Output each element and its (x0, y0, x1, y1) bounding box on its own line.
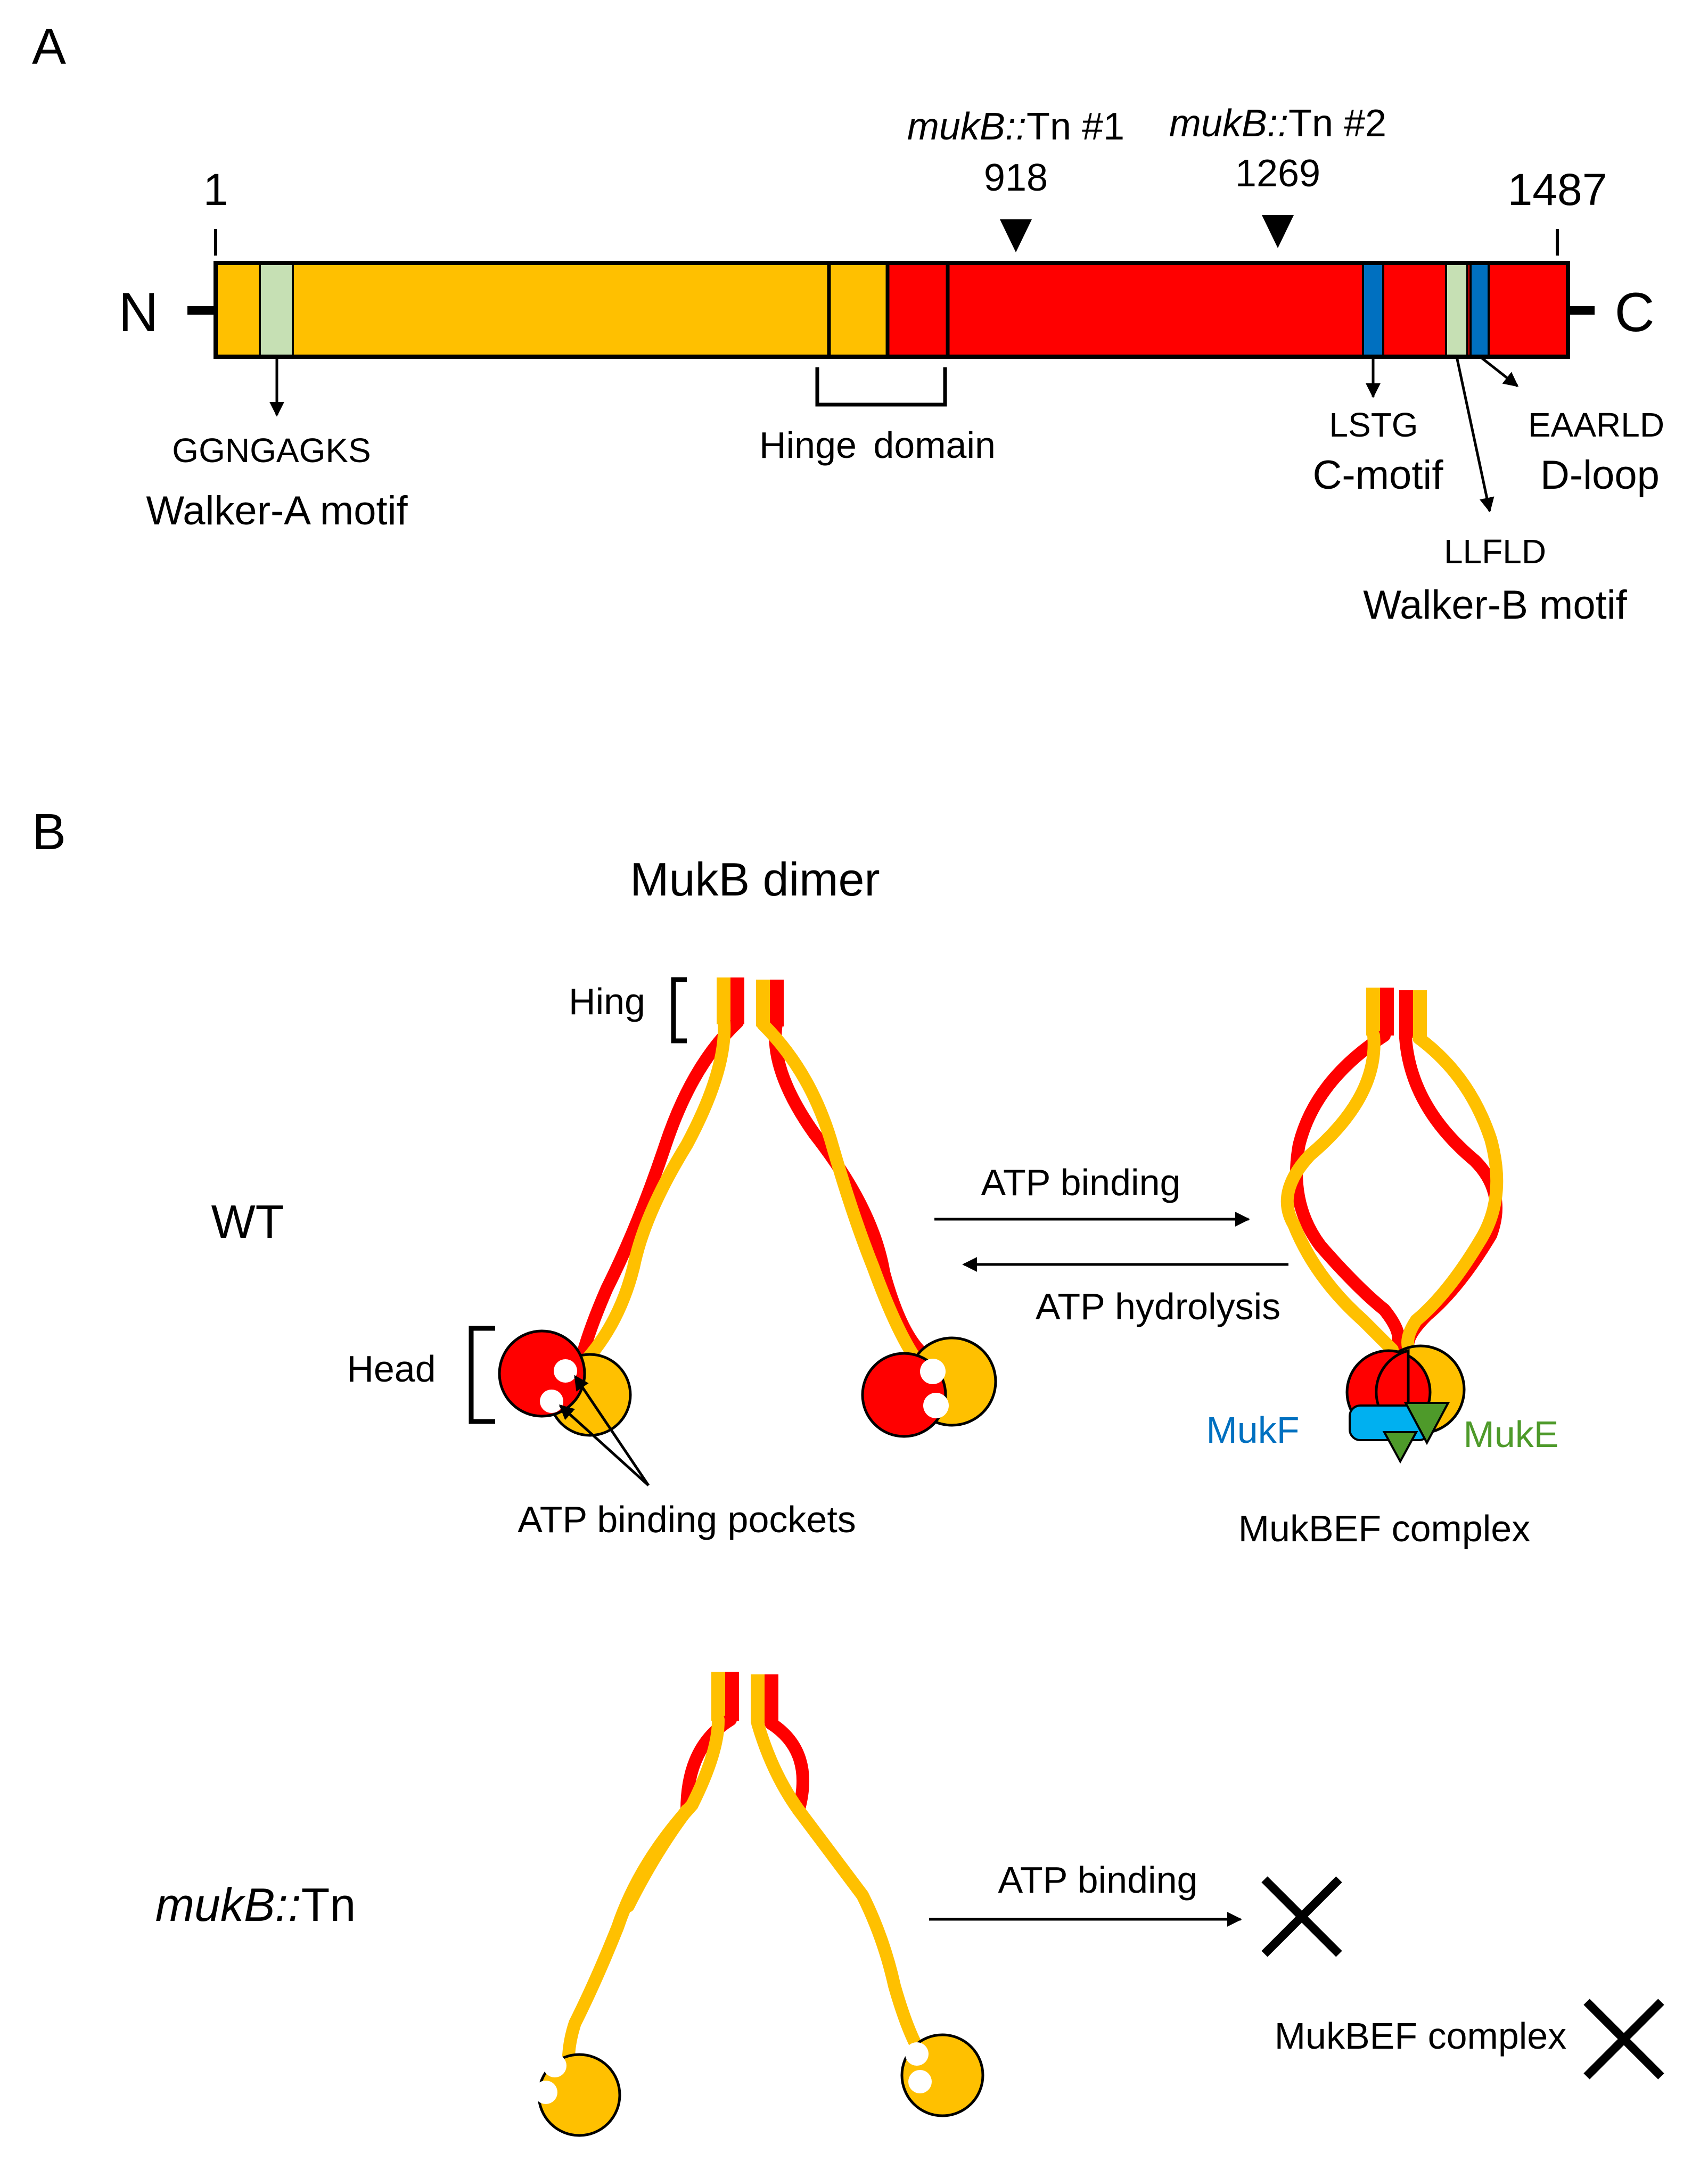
hinge-bracket (815, 367, 947, 407)
bar-outline (214, 261, 1570, 359)
mukbef-complex-label: MukBEF complex (1238, 1508, 1530, 1549)
insertion-1-label: mukB::Tn #1 (907, 105, 1124, 148)
d-loop-name: D-loop (1540, 453, 1660, 498)
c-motif-band (1362, 262, 1384, 358)
closed-right-loop-yellow (1401, 1032, 1504, 1353)
c-terminus: C (1614, 282, 1654, 343)
d-loop-band (1469, 262, 1490, 358)
closed-hinge-bar-2 (1380, 988, 1394, 1036)
panel-b: B MukB dimer WT (32, 803, 1664, 2137)
mutant-hinge-bar-3 (751, 1674, 765, 1723)
wt-right-pocket-2 (923, 1393, 949, 1418)
end-position: 1487 (1508, 165, 1607, 215)
closed-right-loop-red (1399, 1032, 1502, 1353)
pocket-pointer-2 (559, 1404, 650, 1486)
mutant-right-pocket-1 (905, 2042, 929, 2066)
wt-left-pocket-2 (540, 1390, 563, 1413)
wt-right-arm-yellow (757, 1018, 919, 1361)
wt-closed-complex (1280, 988, 1504, 1464)
closed-left-loop-red (1290, 1029, 1405, 1353)
mutant-left-pocket-2 (534, 2081, 557, 2104)
muke-label: MukE (1464, 1414, 1559, 1455)
mutant-right-red (765, 1717, 810, 1817)
mukf-label: MukF (1206, 1409, 1300, 1451)
mutant-hinge-bar-4 (765, 1674, 778, 1723)
mutant-dimer (534, 1672, 984, 2137)
walker-a-band (259, 262, 294, 358)
muke-shape-front (1403, 1402, 1450, 1445)
mutant-label: mukB::Tn (155, 1878, 356, 1931)
panel-a-label: A (32, 18, 66, 75)
head-bracket (469, 1326, 495, 1424)
d-loop-sequence: EAARLD (1528, 406, 1664, 444)
wt-left-arm-red (574, 1016, 744, 1369)
panel-b-label: B (32, 803, 66, 860)
mutant-left-pocket-1 (543, 2054, 566, 2077)
walker-b-band (1445, 262, 1468, 358)
mutant-complex-label: MukBEF complex (1275, 2015, 1566, 2057)
hinge-name: Hinge domain (759, 424, 996, 466)
closed-left-loop-yellow (1280, 1029, 1399, 1356)
mutant-hinge-bar-2 (725, 1672, 739, 1721)
closed-hinge-bar-3 (1399, 990, 1413, 1038)
d-loop-arrow (1479, 356, 1519, 387)
walker-a-name: Walker-A motif (146, 488, 408, 533)
mutant-right-pocket-2 (908, 2070, 932, 2093)
atp-pockets-label: ATP binding pockets (518, 1499, 856, 1540)
insertion-2-position: 1269 (1235, 152, 1320, 195)
hinge-label: Hing (569, 981, 645, 1022)
muke-shape-back (1382, 1431, 1418, 1464)
walker-b-sequence: LLFLD (1444, 532, 1546, 571)
insertion-2-arrow (1262, 215, 1294, 248)
mutant-left-yellow-2 (622, 1804, 693, 1912)
wt-left-head-red (498, 1329, 586, 1418)
pocket-pointer-1 (573, 1375, 650, 1486)
insertion-1-position: 918 (984, 157, 1048, 199)
closed-hinge-bar-1 (1366, 988, 1380, 1036)
head-label: Head (347, 1348, 436, 1390)
walker-a-sequence: GGNGAGKS (172, 431, 371, 470)
panel-a: A 1 1487 N C mukB::Tn #1 918 mukB::Tn #2… (32, 18, 1664, 628)
n-terminus: N (118, 282, 158, 343)
mutant-complex-cross (1583, 1999, 1664, 2080)
mutant-atp-binding-label: ATP binding (998, 1859, 1198, 1901)
wt-left-arm-yellow (582, 1016, 731, 1364)
wt-right-pocket-1 (920, 1359, 946, 1384)
wt-open-dimer (498, 977, 997, 1438)
panel-b-title: MukB dimer (630, 853, 880, 906)
mutant-right-yellow (751, 1717, 922, 2051)
closed-hinge-bar-4 (1413, 990, 1427, 1038)
walker-b-arrow (1455, 356, 1494, 513)
atp-hydrolysis-label: ATP hydrolysis (1036, 1286, 1280, 1327)
insertion-1-arrow (1000, 219, 1032, 252)
mutant-binding-cross (1261, 1876, 1342, 1957)
c-motif-name: C-motif (1313, 453, 1444, 498)
c-motif-sequence: LSTG (1329, 406, 1418, 444)
wt-label: WT (211, 1195, 284, 1248)
walker-b-name: Walker-B motif (1363, 582, 1627, 628)
hinge-bracket-b (671, 977, 687, 1043)
bar-n-half (216, 263, 888, 357)
wt-left-pocket-1 (554, 1359, 577, 1383)
atp-binding-label: ATP binding (981, 1162, 1181, 1203)
start-position: 1 (203, 165, 228, 215)
insertion-2-label: mukB::Tn #2 (1169, 102, 1386, 145)
mutant-hinge-bar-1 (711, 1672, 725, 1721)
